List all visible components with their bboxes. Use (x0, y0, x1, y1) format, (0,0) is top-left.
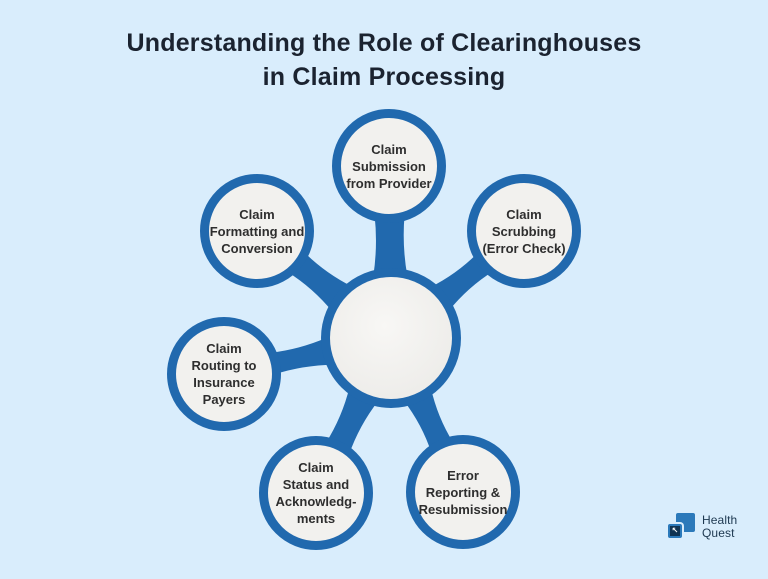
page-title: Understanding the Role of Clearinghouses… (126, 29, 642, 91)
node-circle-claim-status (259, 436, 373, 550)
healthquest-logo: ↖ Health Quest (668, 513, 737, 540)
node-circle-claim-formatting (200, 174, 314, 288)
connector-claim-status (325, 386, 379, 455)
node-circle-claim-scrubbing (467, 174, 581, 288)
logo-arrow-square-icon: ↖ (668, 524, 682, 538)
hub-inner-circle (330, 277, 452, 399)
node-circle-claim-routing (167, 317, 281, 431)
healthquest-logo-text: Health Quest (702, 512, 738, 540)
node-circle-claim-submission (332, 109, 446, 223)
connector-error-reporting (403, 387, 454, 453)
node-circle-error-reporting (406, 435, 520, 549)
connector-claim-submission (373, 214, 408, 277)
healthquest-logo-icon: ↖ (668, 513, 695, 540)
connector-claim-routing (269, 337, 334, 375)
logo-arrow-glyph: ↖ (671, 526, 679, 535)
